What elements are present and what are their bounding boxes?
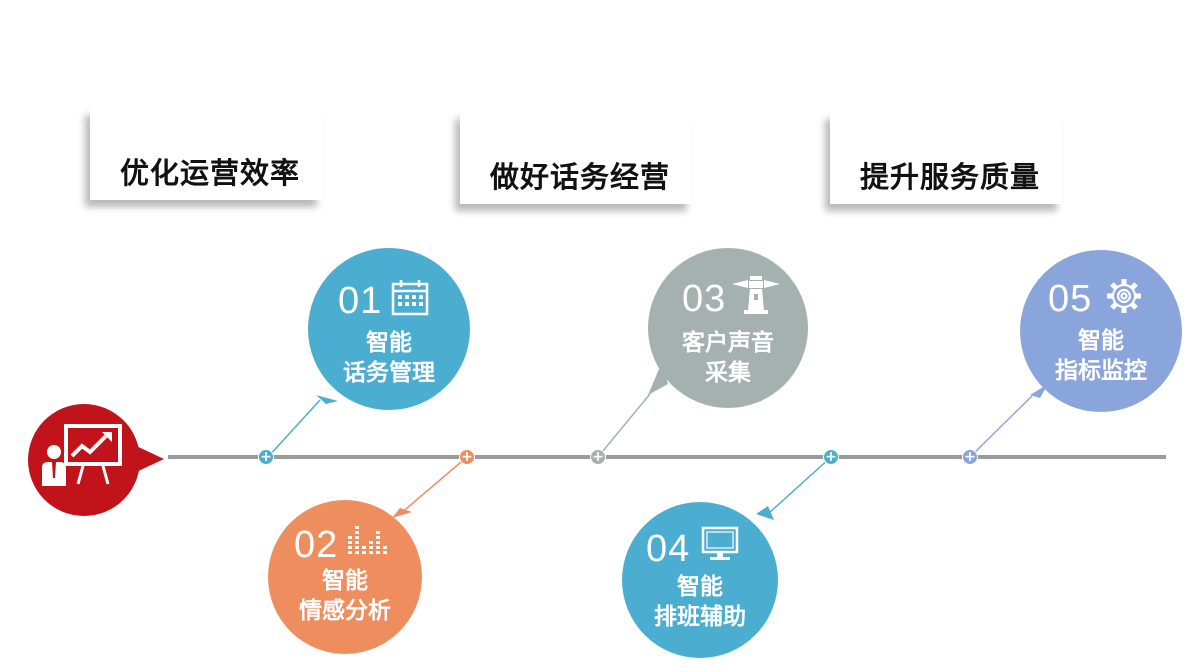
step-bubble-1: 01 智能 话务管理 bbox=[308, 248, 470, 410]
step-label-line1: 客户声音 bbox=[682, 330, 774, 356]
step-number: 05 bbox=[1048, 278, 1093, 320]
step-label-line2: 指标监控 bbox=[1055, 358, 1147, 384]
step-label-line1: 智能 bbox=[1078, 328, 1124, 354]
heading-card-1: 优化运营效率 bbox=[90, 108, 322, 200]
monitor-icon bbox=[701, 526, 739, 560]
gear-icon bbox=[1107, 279, 1141, 313]
step-label-line2: 话务管理 bbox=[343, 360, 435, 386]
lighthouse-icon bbox=[732, 276, 780, 314]
connector-5 bbox=[969, 395, 1033, 458]
step-number: 02 bbox=[294, 524, 339, 566]
heading-card-3: 提升服务质量 bbox=[830, 112, 1062, 204]
timeline-line bbox=[168, 455, 1166, 459]
step-label-line2: 情感分析 bbox=[299, 598, 391, 624]
step-bubble-3: 03 客户声音 采集 bbox=[648, 248, 808, 408]
step-bubble-5: 05 智能 指标监控 bbox=[1020, 250, 1182, 412]
connector-3 bbox=[597, 393, 651, 458]
step-label-line1: 智能 bbox=[677, 574, 723, 600]
step-bubble-4: 04 智能 排班辅助 bbox=[622, 502, 778, 658]
node-1: + bbox=[258, 449, 274, 465]
step-number: 01 bbox=[338, 280, 383, 322]
presentation-chart-icon bbox=[28, 404, 140, 516]
node-4: + bbox=[823, 449, 839, 465]
step-label-line1: 智能 bbox=[322, 568, 368, 594]
connector-2 bbox=[399, 456, 468, 515]
connector-1 bbox=[267, 399, 321, 458]
bubble-4-tail bbox=[756, 506, 774, 520]
heading-card-2: 做好话务经营 bbox=[460, 112, 692, 204]
equalizer-icon bbox=[348, 526, 387, 554]
bubble-1-tail bbox=[316, 395, 338, 404]
heading-service-quality: 提升服务质量 bbox=[860, 160, 1041, 194]
node-5: + bbox=[962, 449, 978, 465]
calendar-icon bbox=[391, 280, 429, 316]
step-bubble-2: 02 智能 情感分析 bbox=[268, 500, 422, 654]
step-label-line2: 排班辅助 bbox=[654, 604, 746, 630]
node-3: + bbox=[590, 449, 606, 465]
connector-4 bbox=[767, 456, 832, 515]
step-number: 03 bbox=[682, 278, 727, 320]
step-label-line2: 采集 bbox=[705, 360, 751, 386]
heading-optimize-efficiency: 优化运营效率 bbox=[120, 156, 301, 190]
heading-traffic-operations: 做好话务经营 bbox=[490, 160, 671, 194]
step-number: 04 bbox=[646, 528, 691, 570]
step-label-line1: 智能 bbox=[366, 330, 412, 356]
node-2: + bbox=[459, 449, 475, 465]
